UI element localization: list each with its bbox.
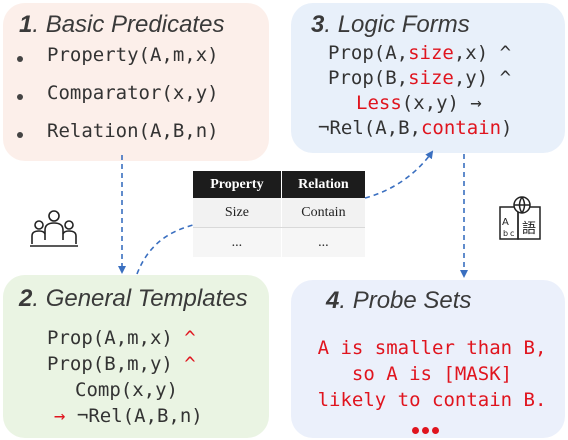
template-line-1: Prop(A,m,x) ^ xyxy=(47,327,196,349)
table-cell: Contain xyxy=(281,198,365,228)
svg-text:A: A xyxy=(502,217,509,228)
probe-line-3: likely to contain B. xyxy=(317,389,547,411)
probe-line-2: so A is [MASK] xyxy=(351,363,513,385)
language-translate-icon: A b c 語 xyxy=(499,196,541,240)
property-relation-table: Property Relation Size Contain ... ... xyxy=(193,171,365,257)
table-cell: ... xyxy=(281,227,365,257)
bullet xyxy=(17,132,23,138)
template-line-2: Prop(B,m,y) ^ xyxy=(47,353,196,375)
ellipsis-dots xyxy=(412,421,442,439)
basic-predicates-panel xyxy=(3,3,269,161)
table-cell: ... xyxy=(193,227,282,257)
table-row: Size Contain xyxy=(193,198,365,228)
bullet xyxy=(17,56,23,62)
basic-predicates-title: 1. Basic Predicates xyxy=(19,11,225,38)
predicate-item: Comparator(x,y) xyxy=(47,82,219,104)
predicate-item: Property(A,m,x) xyxy=(47,44,219,66)
predicate-item: Relation(A,B,n) xyxy=(47,120,219,142)
template-line-4: → ¬Rel(A,B,n) xyxy=(54,405,203,427)
arrow-templates-to-logic xyxy=(136,224,194,275)
people-group-icon xyxy=(30,210,78,247)
arrow-table-to-logic xyxy=(364,150,434,199)
template-line-3: Comp(x,y) xyxy=(75,379,178,401)
logic-forms-panel xyxy=(291,3,565,153)
bullet xyxy=(17,94,23,100)
logic-line-1: Prop(A,size,x) ^ xyxy=(328,42,512,64)
table-header-relation: Relation xyxy=(281,171,365,198)
table-row: ... ... xyxy=(193,227,365,257)
logic-forms-title: 3. Logic Forms xyxy=(311,11,470,38)
probe-sets-title: 4. Probe Sets xyxy=(326,287,472,314)
table-header-property: Property xyxy=(193,171,282,198)
general-templates-panel xyxy=(3,275,269,438)
probe-sets-panel xyxy=(291,280,565,438)
logic-line-2: Prop(B,size,y) ^ xyxy=(328,67,512,89)
svg-text:b: b xyxy=(503,229,508,238)
svg-text:語: 語 xyxy=(522,221,536,237)
general-templates-title: 2. General Templates xyxy=(19,285,248,312)
svg-text:c: c xyxy=(510,229,514,238)
probe-line-1: A is smaller than B, xyxy=(317,337,547,359)
table-cell: Size xyxy=(193,198,282,228)
logic-line-3: Less(x,y) → xyxy=(356,92,482,114)
logic-line-4: ¬Rel(A,B,contain) xyxy=(318,117,513,139)
